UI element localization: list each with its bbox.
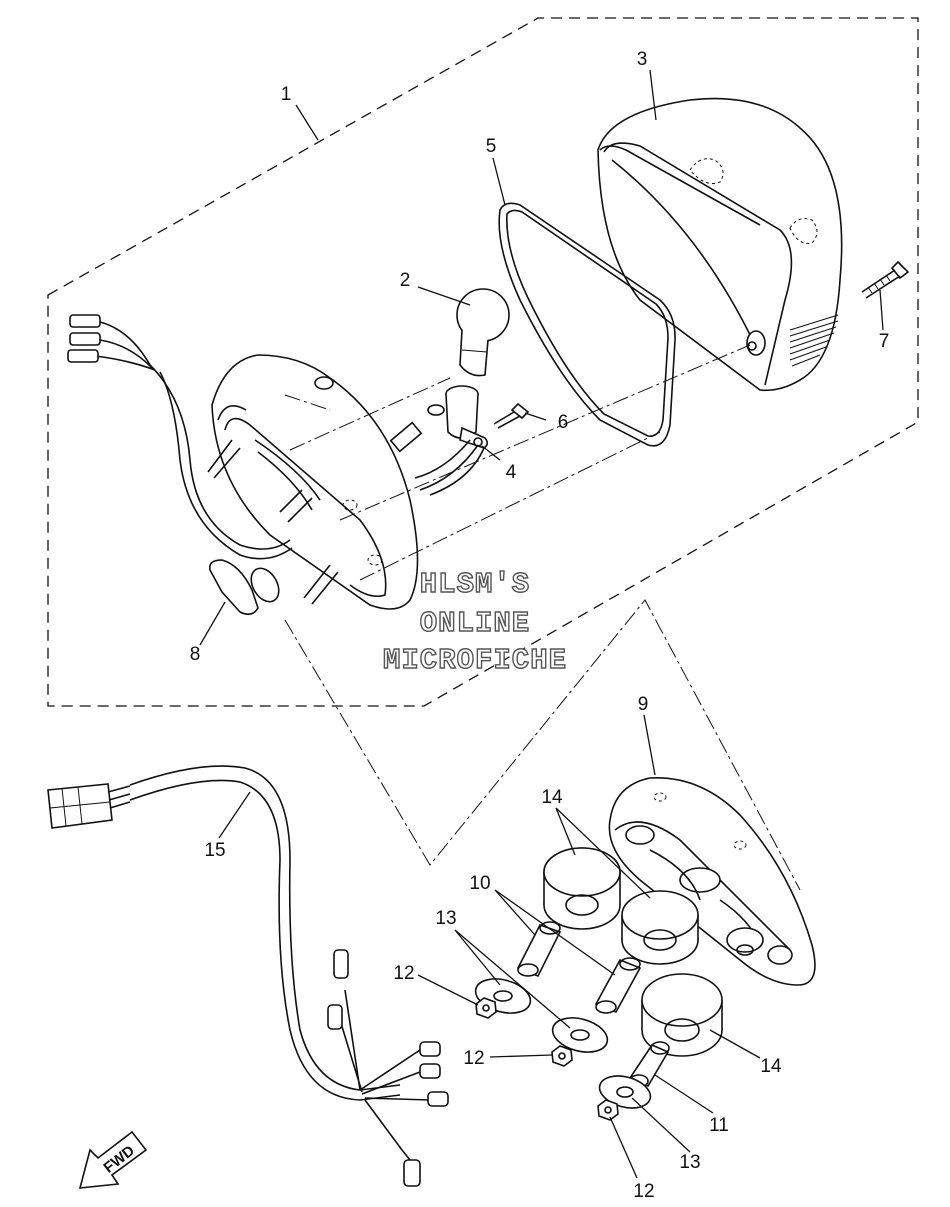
callout-12c: 12 (633, 1181, 654, 1202)
washer-part (551, 1017, 609, 1053)
callout-5: 5 (486, 136, 497, 157)
fwd-arrow-icon: FWD (78, 1130, 148, 1189)
tail-lens-part (597, 97, 843, 392)
nut-part (551, 1045, 573, 1067)
damper-part (726, 927, 764, 956)
watermark-line-2: ONLINE (420, 607, 530, 640)
damper-part (621, 890, 699, 965)
collar-part (516, 921, 562, 978)
bulb-part (456, 288, 510, 377)
callout-14a: 14 (541, 787, 563, 808)
callout-13b: 13 (679, 1152, 700, 1173)
alignment-lines (284, 344, 801, 891)
callout-12a: 12 (393, 963, 414, 984)
callout-8: 8 (190, 644, 201, 665)
callout-7: 7 (879, 331, 890, 352)
callout-10: 10 (469, 873, 490, 894)
watermark-line-3: MICROFICHE (383, 644, 567, 677)
callout-9: 9 (638, 694, 649, 715)
lens-screw-part (861, 260, 910, 299)
wire-grommet-part (208, 559, 280, 616)
callout-4: 4 (506, 462, 517, 483)
callout-6: 6 (558, 412, 569, 433)
assembly-boundary (47, 17, 919, 707)
housing-pigtail-wires (67, 314, 293, 560)
callout-1: 1 (281, 84, 292, 105)
callout-2: 2 (400, 270, 411, 291)
nut-part (597, 1099, 619, 1121)
bracket-part (608, 777, 816, 986)
collar-part (594, 957, 642, 1014)
callout-15: 15 (204, 840, 225, 861)
callout-3: 3 (637, 49, 648, 70)
watermark: HLSM'S ONLINE MICROFICHE (382, 567, 567, 677)
bulb-socket-part (414, 385, 489, 496)
socket-screw-part (493, 402, 530, 429)
damper-part (641, 973, 723, 1057)
callout-11: 11 (709, 1115, 729, 1136)
washer-part (598, 1075, 652, 1109)
damper-part (543, 847, 621, 930)
callout-12b: 12 (463, 1048, 484, 1069)
callout-14b: 14 (760, 1056, 782, 1077)
callout-13a: 13 (435, 908, 456, 929)
nut-part (475, 997, 497, 1019)
taillight-housing-part (207, 354, 423, 610)
wire-harness-part (47, 765, 449, 1187)
watermark-line-1: HLSM'S (420, 568, 530, 601)
leader-lines (199, 69, 884, 1179)
callout-labels: 1 2 3 4 5 6 7 8 9 10 11 12 12 12 13 13 1… (190, 49, 890, 1202)
